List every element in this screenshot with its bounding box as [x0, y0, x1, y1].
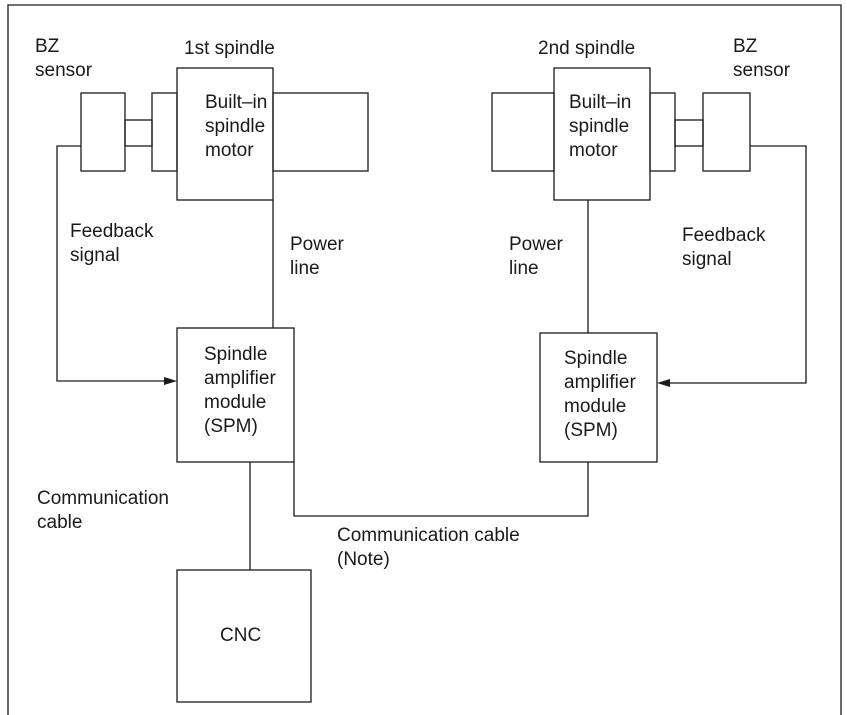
- amplifier-link-cable: [293, 462, 589, 517]
- spindle1-title: 1st spindle: [184, 38, 275, 59]
- spindle1-motor-left-flange: [151, 92, 178, 172]
- spindle1-feedback-arrowhead: [164, 377, 177, 385]
- spindle2-motor-right-flange: [649, 92, 676, 172]
- figure-frame: [7, 4, 842, 715]
- spindle2-feedback-line: [664, 145, 807, 384]
- spindle1-amplifier-box: [176, 327, 295, 463]
- spindle2-bz-sensor: [702, 92, 751, 172]
- cnc-box: [176, 569, 312, 703]
- spindle1-coupling: [124, 119, 153, 147]
- spindle1-motor-right-block: [272, 92, 369, 172]
- spindle2-title: 2nd spindle: [538, 38, 636, 59]
- spindle2-amplifier-box: [539, 332, 658, 463]
- spindle2-motor-left-block: [491, 92, 555, 172]
- spindle2-coupling: [674, 119, 704, 147]
- spindle1-feedback-line: [56, 145, 170, 382]
- spindle2-feedback-arrowhead: [657, 379, 670, 387]
- cnc-label: CNC: [220, 625, 262, 646]
- communication-cable-note-label: Communication cable(Note): [337, 525, 520, 570]
- spindle1-bz-sensor: [80, 92, 126, 172]
